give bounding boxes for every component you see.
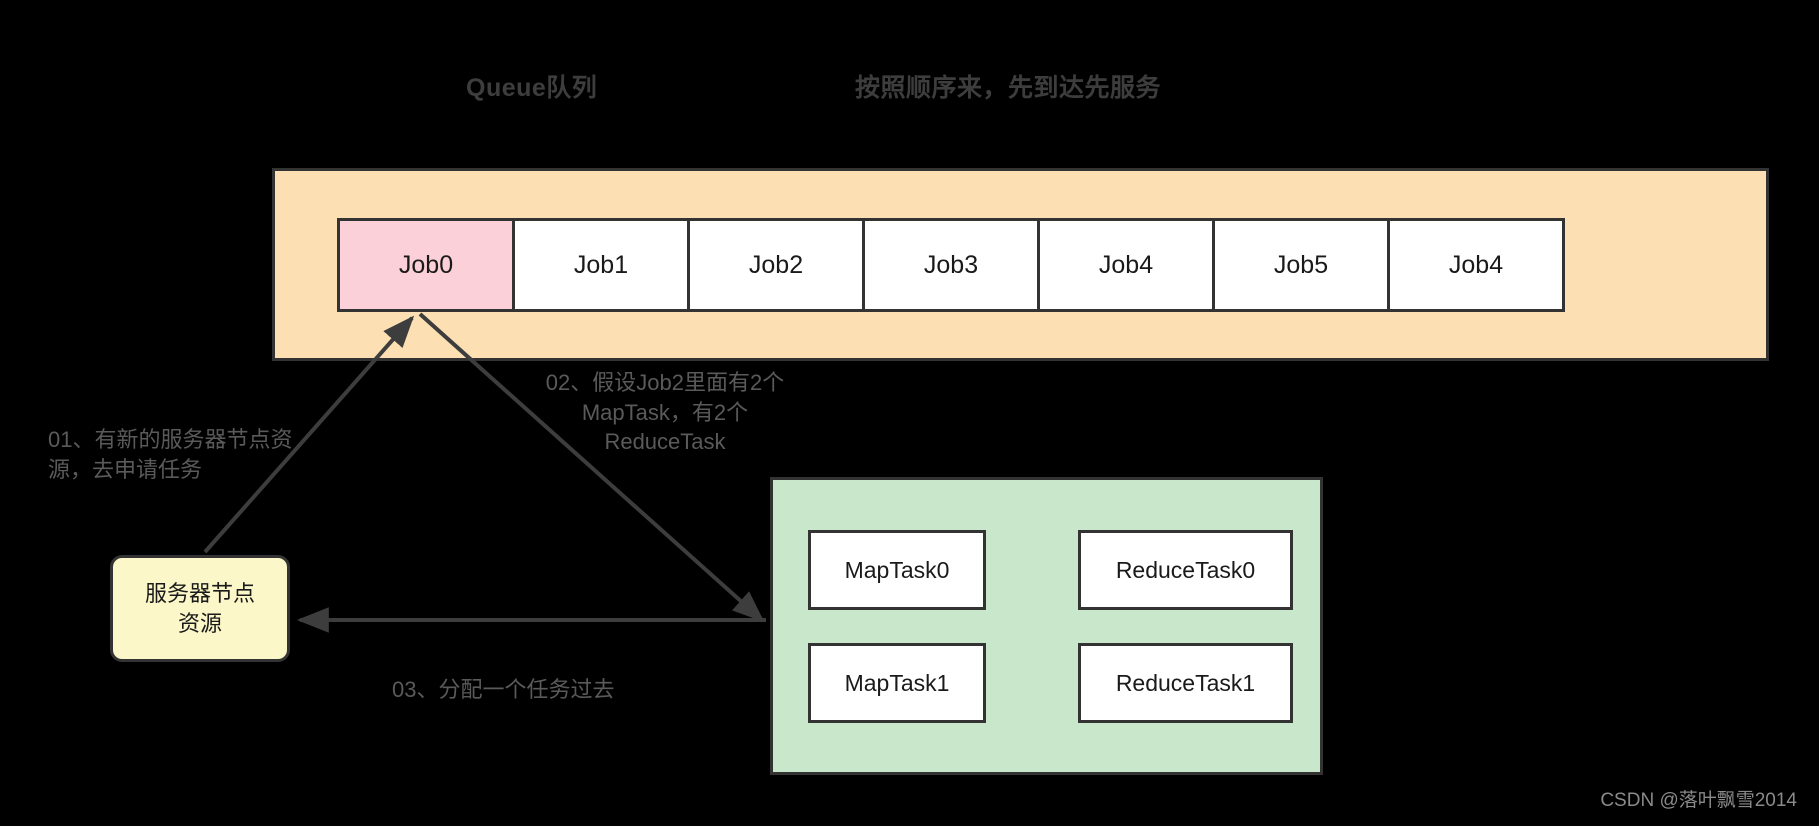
tasks-panel: [770, 477, 1323, 775]
queue-job-6[interactable]: Job4: [1387, 218, 1565, 312]
queue-job-0[interactable]: Job0: [337, 218, 515, 312]
watermark-label: CSDN @落叶飘雪2014: [1600, 790, 1797, 811]
reduce-task-1-box[interactable]: ReduceTask1: [1078, 643, 1293, 723]
order-heading: 按照顺序来，先到达先服务: [855, 74, 1162, 102]
server-node-label-line2: 资源: [177, 610, 222, 636]
queue-job-2[interactable]: Job2: [687, 218, 865, 312]
map-task-0-box[interactable]: MapTask0: [808, 530, 986, 610]
queue-job-list: Job0 Job1 Job2 Job3 Job4 Job5 Job4: [337, 218, 1565, 312]
annotation-step-03: 03、分配一个任务过去: [392, 677, 615, 702]
queue-job-3[interactable]: Job3: [862, 218, 1040, 312]
map-task-1-box[interactable]: MapTask1: [808, 643, 986, 723]
server-node-box[interactable]: 服务器节点 资源: [110, 555, 290, 662]
reduce-task-0-box[interactable]: ReduceTask0: [1078, 530, 1293, 610]
annotation-step-02: 02、假设Job2里面有2个MapTask，有2个ReduceTask: [545, 370, 785, 455]
queue-job-5[interactable]: Job5: [1212, 218, 1390, 312]
queue-job-4[interactable]: Job4: [1037, 218, 1215, 312]
queue-heading: Queue队列: [466, 74, 598, 102]
annotation-step-01: 01、有新的服务器节点资源，去申请任务: [48, 427, 293, 482]
queue-job-1[interactable]: Job1: [512, 218, 690, 312]
server-node-label-line1: 服务器节点: [144, 580, 255, 606]
